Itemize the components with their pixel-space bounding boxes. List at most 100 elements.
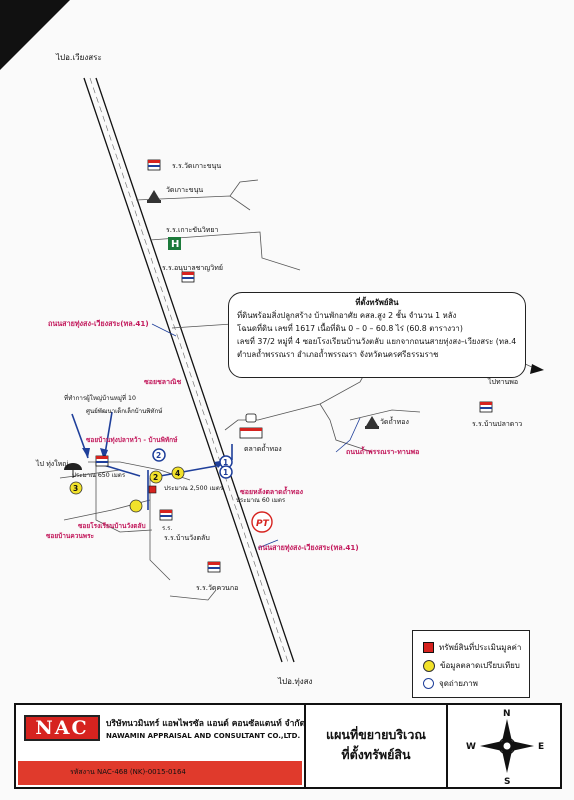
company-name-english: NAWAMIN APPRAISAL AND CONSULTANT CO.,LTD… [106,732,301,740]
marker-label-1a: 1 [223,458,228,467]
label-dist-650: ประมาณ 650 เมตร [72,472,126,479]
label-road-41-upper: ถนนสายทุ่งสง-เวียงสระ(ทล.41) [48,319,149,328]
legend-row-photo: จุดถ่ายภาพ [423,677,478,690]
map-title: แผนที่ขยายบริเวณ ที่ตั้งทรัพย์สิน [308,725,444,765]
company-name-thai: บริษัทนวมินทร์ แอพไพรซัล แอนด์ คอนซัลแตน… [106,719,306,729]
highway-centerline [89,77,289,663]
comparable-point-icon [171,466,185,480]
label-dist-60: ประมาณ 60 เมตร [236,497,286,504]
label-school-wang-tap: ร.ร.บ้านวังตลับ [164,534,210,542]
road-wang-tap [149,478,171,581]
hospital-icon [168,237,181,250]
legend-row-property: ทรัพย์สินที่ประเมินมูลค่า [423,641,521,654]
gas-station-icon [251,511,273,533]
yellow-circle-icon [423,659,435,672]
divider [446,705,448,787]
road-pla-dao [349,409,421,421]
marker-label-2b: 2 [153,473,158,482]
divider [304,705,306,787]
marker-label-2a: 2 [156,451,161,460]
school-flag-icon [181,271,195,283]
label-road-41-lower: ถนนสายทุ่งสง-เวียงสระ(ทล.41) [258,543,359,552]
photo-point-icon [152,448,166,462]
photo-circle-icon [423,678,434,689]
route-arrowhead-2 [100,448,108,460]
marker-label-1b: 1 [223,468,228,477]
highway-line-right [95,77,295,663]
info-line-1: ที่ดินพร้อมสิ่งปลูกสร้าง บ้านพักอาศัย คส… [237,311,457,320]
road-khuan-kot [169,589,217,601]
legend-label-comparable: ข้อมูลตลาดเปรียบเทียบ [440,661,520,670]
road-school-north-b [229,179,259,197]
legend-label-property: ทรัพย์สินที่ประเมินมูลค่า [439,643,522,652]
route-arrowhead-3 [82,448,90,458]
school-flag-icon [207,561,221,573]
marker-label-4: 4 [175,469,180,478]
label-school-pla-dao: ร.ร.บ้านปลาดาว [472,420,522,428]
compass-s: S [504,777,510,787]
label-to-thung-song: ไปอ.ทุ่งสง [277,677,313,686]
property-square-icon [148,485,157,494]
label-soi-upper: ซอยชลาณิช [144,378,182,386]
nac-logo: NAC [24,715,100,741]
pointer-road-lower [257,539,279,549]
info-line-4: ตำบลถ้ำพรรณรา อำเภอถ้ำพรรณรา จังหวัดนครศ… [237,350,439,359]
compass-rose-icon: N S E W [466,709,544,787]
label-to-wiang-sa: ไปอ.เวียงสระ [55,53,102,62]
label-village-head: ที่ทำการผู้ใหญ่บ้านหมู่ที่ 10 [64,394,136,402]
info-line-2: โฉนดที่ดิน เลขที่ 1617 เนื้อที่ดิน 0 – 0… [237,324,463,333]
school-flag-icon [159,509,173,521]
compass-w: W [466,742,476,752]
label-hospital: H [171,239,179,250]
compass-n: N [503,709,511,719]
label-soi-ban-pu: ซอยบ้านทุ่งปลาหว้า - บ้านพิทักษ์ [86,435,178,444]
school-flag-icon [147,159,161,171]
label-school-small: ร.ร. [162,525,172,532]
school-flag-icon [479,401,493,413]
road-school-mid [149,231,301,271]
bus-stop-icon [245,413,257,423]
comparable-point-icon [129,499,143,513]
label-wat-ko-khanun: วัดเกาะขนุน [166,186,203,194]
label-school-khuan-kot: ร.ร.วัดควนกอ [196,584,238,592]
label-soi-khuan: ซอยบ้านควนพระ [46,531,95,540]
arrow-thanpho [530,364,544,374]
photo-point-icon [219,465,233,479]
label-school-wat-ko-khanun: ร.ร.วัดเกาะขนุน [172,162,221,170]
legend-label-photo: จุดถ่ายภาพ [439,679,478,688]
umbrella-icon [64,463,82,478]
market-icon [239,427,263,439]
comparable-point-icon [69,481,83,495]
label-wat-tham-thong: วัดถ้ำทอง [380,415,409,426]
red-square-icon [423,642,434,653]
label-to-thung-yai: ไป ทุ่งใหญ่ [35,459,68,468]
label-dist-2500: ประมาณ 2,500 เมตร [164,485,224,492]
info-line-3: เลขที่ 37/2 หมู่ที่ 4 ซอยโรงเรียนบ้านวัง… [237,337,517,346]
label-market: ตลาดถ้ำทอง [244,442,282,453]
road-east-link [171,323,233,329]
temple-icon [147,190,161,203]
pointer-road-upper [151,323,177,337]
road-tham-thong [319,403,373,453]
compass-e: E [538,742,544,752]
title-block: NAC บริษัทนวมินทร์ แอพไพรซัล แอนด์ คอนซั… [14,703,562,789]
label-soi-behind-market: ซอยหลังตลาดถ้ำทอง [240,485,304,496]
map-title-line-2: ที่ตั้งทรัพย์สิน [341,747,411,762]
legend-row-comparable: ข้อมูลตลาดเปรียบเทียบ [423,659,520,672]
road-village-loop [95,462,153,533]
property-info-box: ที่ตั้งทรัพย์สิน ที่ดินพร้อมสิ่งปลูกสร้า… [228,292,526,378]
map-legend: ทรัพย์สินที่ประเมินมูลค่า ข้อมูลตลาดเปรี… [412,630,530,698]
info-title: ที่ตั้งทรัพย์สิน [355,298,399,307]
label-ptt: PT [256,519,270,529]
label-road-phrasana: ถนนถ้ำพรรณรา-ทานพอ [346,445,419,456]
highway-line-left [83,77,283,663]
marker-label-3: 3 [73,484,78,493]
school-flag-icon [95,455,109,467]
temple-icon [365,416,379,429]
pointer-road-phrasana [335,417,361,453]
road-to-thung-yai [59,469,121,479]
job-code: รหัสงาน NAC-468 (NK)-0015-0164 [70,768,186,776]
label-soi-school: ซอยโรงเรียนบ้านวังตลับ [78,521,146,530]
